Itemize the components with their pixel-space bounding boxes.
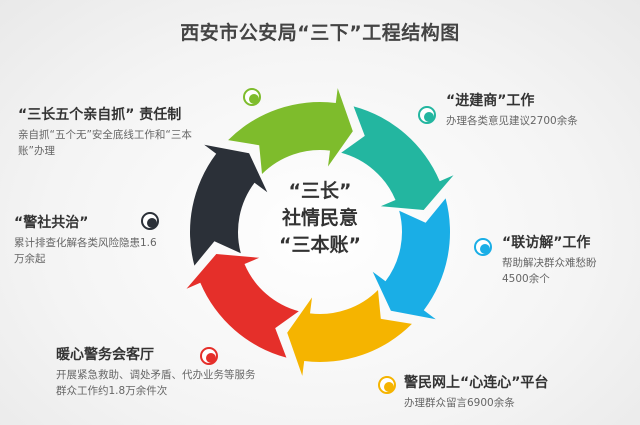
bullet-icon-sanzhang xyxy=(243,88,261,106)
label-jingshe: “警社共治” 累计排查化解各类风险隐患1.6万余起 xyxy=(14,212,164,267)
segment-jingshe xyxy=(190,144,268,266)
label-heading: “联访解”工作 xyxy=(502,235,591,251)
center-line-2: 社情民意 xyxy=(281,207,358,229)
bullet-icon-lianfangjie xyxy=(474,238,492,256)
label-desc: 亲自抓“五个无”安全底线工作和“三本账”办理 xyxy=(18,129,192,157)
page-title: 西安市公安局“三下”工程结构图 xyxy=(180,22,460,44)
label-heading: “进建商”工作 xyxy=(446,93,535,109)
label-lianfangjie: “联访解”工作 帮助解决群众难愁盼 4500余个 xyxy=(502,232,612,287)
label-desc: 办理各类意见建议2700余条 xyxy=(446,115,578,127)
bullet-icon-xinlianxin xyxy=(378,376,396,394)
label-desc: 开展紧急救助、调处矛盾、代办业务等服务群众工作约1.8万余件次 xyxy=(56,369,256,397)
label-desc: 帮助解决群众难愁盼 4500余个 xyxy=(502,257,597,285)
label-heading: “三长五个亲自抓” 责任制 xyxy=(18,107,182,123)
bullet-icon-nuanxin xyxy=(200,347,218,365)
label-jinjianshang: “进建商”工作 办理各类意见建议2700余条 xyxy=(446,90,578,129)
bullet-icon-jingshe xyxy=(141,212,159,230)
segment-xinlianxin xyxy=(287,290,412,376)
center-line-3: “三本账” xyxy=(279,234,361,256)
segment-lianfangjie xyxy=(372,198,450,320)
label-xinlianxin: 警民网上“心连心”平台 办理群众留言6900余条 xyxy=(404,372,548,411)
label-desc: 累计排查化解各类风险隐患1.6万余起 xyxy=(14,237,157,265)
label-heading: 警民网上“心连心”平台 xyxy=(404,375,549,391)
label-desc: 办理群众留言6900余条 xyxy=(404,397,515,409)
segment-nuanxin xyxy=(186,254,299,358)
center-text: “三长” 社情民意 “三本账” xyxy=(260,178,380,259)
label-nuanxin: 暖心警务会客厅 开展紧急救助、调处矛盾、代办业务等服务群众工作约1.8万余件次 xyxy=(56,344,256,399)
bullet-icon-jinjianshang xyxy=(418,106,436,124)
center-line-1: “三长” xyxy=(288,180,352,202)
label-sanzhang: “三长五个亲自抓” 责任制 亲自抓“五个无”安全底线工作和“三本账”办理 xyxy=(18,104,198,159)
segment-sanzhang xyxy=(228,88,353,174)
label-heading: “警社共治” xyxy=(14,215,89,231)
segment-jinjianshang xyxy=(341,106,454,210)
label-heading: 暖心警务会客厅 xyxy=(56,347,154,363)
